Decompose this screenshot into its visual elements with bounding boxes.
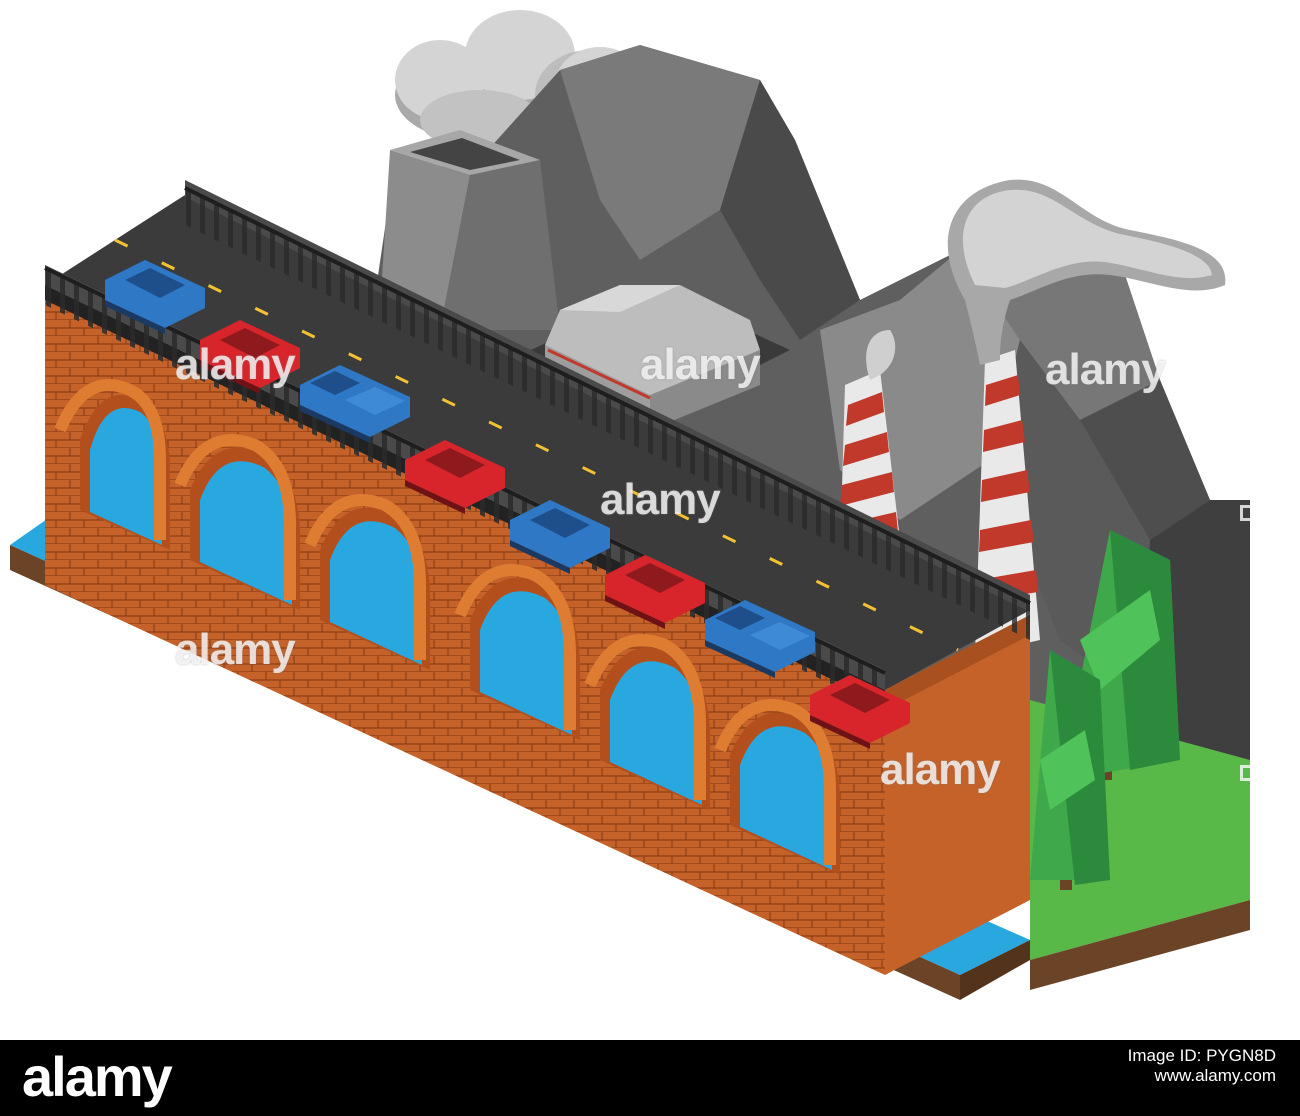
blue-car [105,260,205,334]
traffic-cars [105,260,910,749]
blue-pickup-truck [300,365,410,443]
bridge-arches [80,395,840,875]
pine-trees [1030,530,1180,890]
blue-pickup-truck [705,600,815,678]
red-car [810,675,910,749]
image-id: Image ID: PYGN8D [1127,1046,1276,1065]
blue-car [510,500,610,574]
alamy-logo: alamy [22,1045,173,1108]
arch-rims [54,379,836,865]
cooling-tower [380,130,560,330]
smoke-plume-right [866,179,1226,380]
brick-bridge [45,290,1030,975]
red-car [605,555,705,629]
footer-bar: alamy Image ID: PYGN8D www.alamy.com [0,1040,1300,1116]
isometric-bridge-scene [10,10,1250,1000]
red-car [405,440,505,514]
red-car [200,320,300,394]
footer-info: Image ID: PYGN8D www.alamy.com [1128,1046,1276,1086]
site-url: www.alamy.com [1154,1066,1276,1085]
